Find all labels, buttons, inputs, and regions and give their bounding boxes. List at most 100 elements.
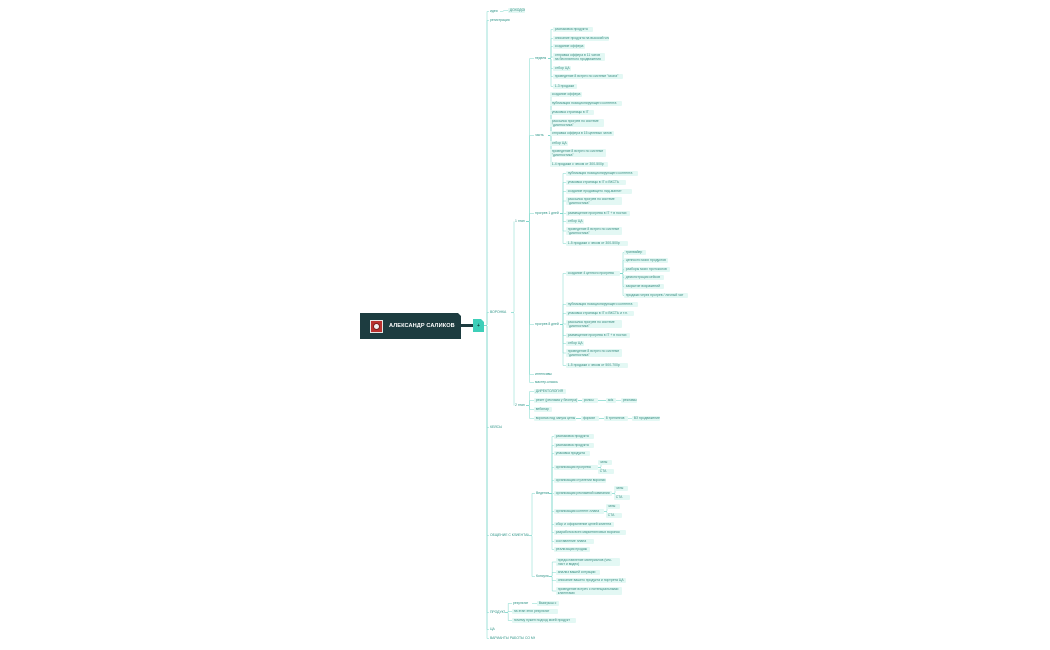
topic-n3b[interactable]: 2 этап [515,403,525,407]
connector-n6c [505,612,512,621]
topic-n5[interactable]: ОБЩЕНИЕ С КЛИЕНТАМИ [490,533,529,537]
topic-n3a3_5[interactable]: размещение прогрева в IT + в постах [566,211,630,216]
topic-n6a[interactable]: результат [513,601,529,605]
topic-n3a4_6[interactable]: отбор ЦА [566,341,584,346]
topic-n3a1[interactable]: неделя [535,56,547,60]
root-node[interactable]: АЛЕКСАНДР САЛИКОВ [360,312,462,339]
topic-n3a3_7[interactable]: проведение 8 встреч по системе "диагност… [566,227,622,235]
topic-n3b3[interactable]: вебинар [534,407,552,412]
topic-n3a3_2[interactable]: упаковка страницы в IT и ВКСТЬ [566,180,626,185]
topic-n3a4[interactable]: прогрев 8 дней [535,322,559,326]
topic-n3a3_1[interactable]: публикация позиционирующего контента [566,171,638,176]
topic-n5a4b[interactable]: CTA [598,469,614,474]
topic-n3a2_6[interactable]: отбор ЦА [550,141,568,146]
topic-n5b4[interactable]: проведение встреч с потенциальными клиен… [556,587,622,595]
topic-n2[interactable]: регистрация [490,18,510,22]
topic-n3b4[interactable]: воронка под запуск цены [534,416,576,421]
topic-n3b2a[interactable]: рилсы [582,398,598,403]
topic-n6b[interactable]: на этап этих результат [512,609,558,614]
root-connector [461,324,473,327]
topic-n6c[interactable]: почему нужен подход моей продукт [512,618,576,623]
topic-n5a2[interactable]: распаковка продукта [554,443,594,448]
topic-n3a4_8[interactable]: 1-5 продажи с чеком от 500-700р [566,363,628,368]
topic-n3a[interactable]: 1 этап [515,219,525,223]
topic-n7[interactable]: ЦА [490,627,495,631]
topic-n5b2[interactable]: анализ вашей ситуации [556,570,600,575]
topic-n3a3_3[interactable]: создание продающего лид-магнит [566,189,632,194]
topic-n5a6a[interactable]: чаты [614,486,628,491]
topic-n5a6b[interactable]: CTA [614,495,630,500]
topic-n5a7[interactable]: организация контент-плана [554,509,604,514]
topic-n6a1[interactable]: Выигрыш с [537,601,559,606]
topic-n5b1[interactable]: предоставление материалов (чек-лист и ви… [556,558,620,566]
topic-n3b2c[interactable]: рекламы [621,398,637,403]
topic-n3a4_4[interactable]: рассылка прогрев по системе "диагностика… [566,320,622,328]
topic-n5a7b[interactable]: CTA [606,513,622,518]
topic-n3a2_2[interactable]: публикация позиционирующего контента [550,101,622,106]
topic-n3b2[interactable]: рекет (реклама у блогера) [534,398,578,403]
topic-n5a4a[interactable]: чаты [598,460,612,465]
topic-n5a7a[interactable]: чаты [606,504,620,509]
topic-n1[interactable]: идея [490,9,498,13]
topic-n5a3[interactable]: упаковка продукта [554,451,590,456]
topic-n3a3_8[interactable]: 1-5 продажи с чеком от 300-500р [566,241,628,246]
topic-n5b[interactable]: Консульт [536,574,549,578]
topic-n5a5[interactable]: организация стратегии воронки [554,478,606,483]
topic-n3a1_1[interactable]: распаковка продукта [553,27,593,32]
topic-n3a2_1[interactable]: создание оффера [550,92,582,97]
expand-hub-button[interactable]: + [473,319,484,332]
topic-n5a4[interactable]: организация прогрева [554,465,598,470]
topic-n3a2_8[interactable]: 1-4 продажи с чеком от 300-500р [550,162,608,167]
topic-n3a4_7[interactable]: проведение 8 встреч по системе "диагност… [566,349,622,357]
topic-n5a10[interactable]: составление плана [554,539,594,544]
topic-n3a3[interactable]: прогрев 1 дней [535,211,559,215]
connector-n5b3 [549,576,556,581]
topic-n3a1_2[interactable]: описание продукта на высокий чек [553,36,609,41]
topic-n5a[interactable]: Ведение [536,491,549,495]
topic-n3a6[interactable]: мастер-классы [535,380,558,384]
topic-n3a4_1a[interactable]: трипвайер [624,250,646,255]
topic-n6[interactable]: ПРОДУКТ [490,610,505,614]
topic-n3a4_5[interactable]: размещение прогрева в IT + в постах [566,333,630,338]
topic-n3a2_7[interactable]: проведение 8 встреч по системе "диагност… [550,149,606,157]
topic-n3b1[interactable]: ДИРЕКТОЛОГИЯ [534,389,566,394]
connector-n5b1 [549,561,556,577]
topic-n3[interactable]: ВОРОНКА [490,310,507,314]
topic-n3b4b[interactable]: 8 тренингов [604,416,628,421]
topic-n3b2b[interactable]: ads [606,398,616,403]
topic-n3a4_2[interactable]: публикация позиционирующего контента [566,302,638,307]
topic-n3b4a[interactable]: формат [581,416,599,421]
topic-n3a2_3[interactable]: упаковка страницы в IT [550,110,594,115]
topic-n1a[interactable]: ДОХОДОВ [508,8,525,13]
topic-n3a2[interactable]: часть [535,133,544,137]
topic-n3a4_1b[interactable]: ценности моих продуктов [624,258,668,263]
topic-n5a8[interactable]: сбор и оформление целей клиента [554,522,614,527]
topic-n3a4_1c[interactable]: разборы моих протоколов [624,267,670,272]
topic-n3a1_5[interactable]: отбор ЦА [553,66,571,71]
topic-n5a1[interactable]: распаковка продукта [554,434,594,439]
topic-n3a4_3[interactable]: упаковка страницы в IT и ВКСТЬ и т.п. [566,311,634,316]
topic-n3a3_4[interactable]: рассылка прогрев по системе "диагностика… [566,197,622,205]
topic-n3a4_1f[interactable]: продажи через прогрев / личный чат [624,293,688,298]
topic-n3a4_1e[interactable]: закрытие возражений [624,284,664,289]
topic-n4[interactable]: КЕЙСЫ [490,425,503,429]
topic-n3a1_3[interactable]: создание оффера [553,44,585,49]
topic-n3a3_6[interactable]: отбор ЦА [566,219,584,224]
connector-n5a [529,493,535,536]
topic-n5a6[interactable]: организация рекламной кампании [554,491,612,496]
topic-n5b3[interactable]: описание вашего продукта и портрета ЦА [556,578,626,583]
topic-n3a1_4[interactable]: отправка оффера в 11 чатов на бесплатног… [553,53,605,61]
topic-n3a1_6[interactable]: проведение 8 встреч по системе "мозга" [553,74,623,79]
topic-n3a4_1[interactable]: создание 4 ценного прогрева [566,271,620,276]
topic-n3a2_5[interactable]: отправка оффера в 15 целевых чатов [550,131,614,136]
topic-n3a4_1d[interactable]: демонстрация кейсов [624,275,664,280]
topic-n3a5[interactable]: интенсивы [535,372,552,376]
topic-n3b4c[interactable]: ВЗ продвижение [632,416,660,421]
topic-n5a11[interactable]: реализация продаж [554,547,590,552]
topic-n8[interactable]: ВАРИАНТЫ РАБОТЫ СО МНОЙ [490,636,535,640]
topic-n3a1_7[interactable]: 1-3 продажи [553,84,577,89]
topic-n5a9[interactable]: разработка всех маркетинговых воронок [554,530,626,535]
topic-n3a2_4[interactable]: рассылка прогрев по системе "диагностика… [550,119,604,127]
